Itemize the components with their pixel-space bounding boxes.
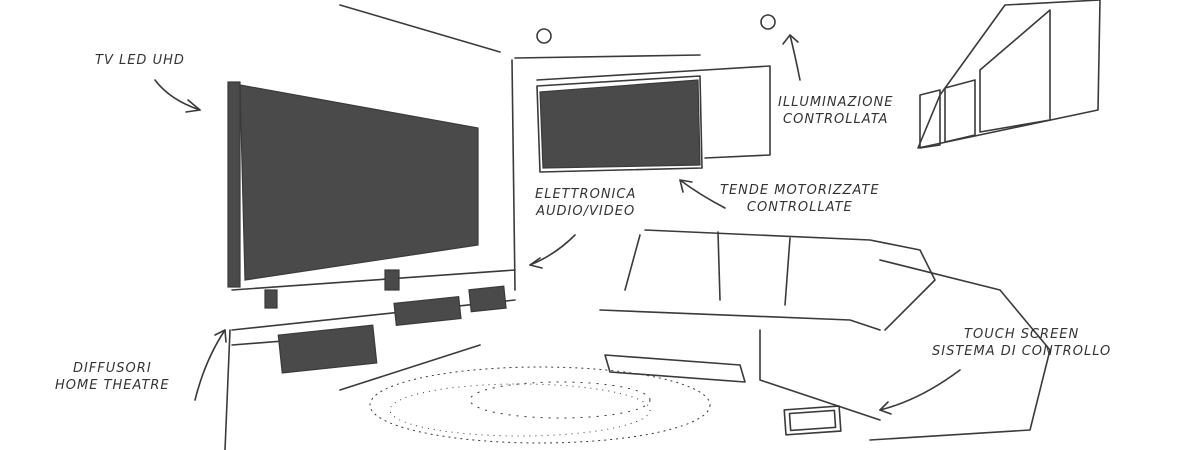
arrow-lighting-head bbox=[782, 34, 799, 45]
coffee-table bbox=[604, 354, 746, 383]
label-speakers-line1: DIFFUSORI bbox=[72, 361, 152, 376]
label-tv-text: TV LED UHD bbox=[95, 53, 185, 68]
window-curtain bbox=[539, 79, 701, 169]
curtain-box bbox=[536, 65, 771, 159]
arrow-curtains-shaft bbox=[679, 179, 726, 209]
tv-left-edge bbox=[227, 81, 241, 288]
arrow-lighting-shaft bbox=[789, 34, 801, 81]
arrow-electronics-shaft bbox=[529, 234, 576, 266]
arrow-speakers-shaft bbox=[194, 329, 226, 401]
tv-screen bbox=[239, 84, 479, 281]
rug-texture bbox=[369, 366, 711, 444]
window-frame bbox=[536, 75, 703, 173]
label-electronics-line2: AUDIO/VIDEO bbox=[536, 204, 636, 219]
sofa-back bbox=[644, 229, 936, 331]
label-tv: TV LED UHD bbox=[95, 52, 185, 69]
niche-panel-3 bbox=[979, 9, 1051, 133]
label-curtains: TENDE MOTORIZZATE CONTROLLATE bbox=[720, 182, 880, 216]
label-lighting-line2: CONTROLLATA bbox=[783, 112, 889, 127]
label-speakers-line2: HOME THEATRE bbox=[55, 378, 170, 393]
arrow-speakers-head bbox=[214, 329, 227, 343]
sofa-seat bbox=[624, 234, 641, 291]
ceiling-spot-1 bbox=[536, 28, 552, 44]
ceiling-line bbox=[339, 4, 501, 53]
right-wall-top-line bbox=[514, 54, 701, 59]
label-lighting: ILLUMINAZIONE CONTROLLATA bbox=[778, 94, 893, 128]
niche-panel-2 bbox=[944, 79, 976, 143]
arrow-tv-head bbox=[185, 99, 201, 113]
ceiling-spot-2 bbox=[760, 14, 776, 30]
label-electronics-line1: ELETTRONICA bbox=[535, 187, 637, 202]
wall-corner-line bbox=[511, 59, 516, 291]
label-touch-line1: TOUCH SCREEN bbox=[964, 327, 1080, 342]
sofa-cushion-1 bbox=[717, 231, 721, 301]
touch-panel bbox=[783, 405, 842, 436]
sofa-chaise bbox=[869, 259, 1051, 441]
center-speaker bbox=[393, 295, 462, 326]
label-touch-line2: SISTEMA DI CONTROLLO bbox=[932, 344, 1112, 359]
label-speakers: DIFFUSORI HOME THEATRE bbox=[55, 360, 170, 394]
speaker-left-small bbox=[264, 289, 278, 309]
label-lighting-line1: ILLUMINAZIONE bbox=[778, 95, 894, 110]
label-touch: TOUCH SCREEN SISTEMA DI CONTROLLO bbox=[932, 326, 1111, 360]
touch-panel-screen bbox=[788, 409, 837, 432]
speaker-mid-small bbox=[384, 269, 400, 291]
arrow-electronics-head bbox=[529, 257, 543, 269]
label-curtains-line2: CONTROLLATE bbox=[746, 200, 853, 215]
lower-shelf bbox=[339, 344, 481, 391]
label-electronics: ELETTRONICA AUDIO/VIDEO bbox=[535, 186, 636, 220]
niche-panel-1 bbox=[919, 89, 941, 149]
av-receiver bbox=[468, 285, 507, 313]
label-curtains-line1: TENDE MOTORIZZATE bbox=[720, 183, 880, 198]
arrow-tv-shaft bbox=[154, 79, 201, 111]
left-wall-edge bbox=[224, 329, 231, 450]
sofa-cushion-2 bbox=[784, 237, 791, 306]
sofa-front bbox=[599, 309, 881, 331]
wall-niche bbox=[917, 0, 1101, 149]
arrow-curtains-head bbox=[679, 179, 693, 193]
soundbar-left bbox=[277, 324, 378, 374]
arrow-touch-shaft bbox=[879, 369, 961, 411]
media-console-front bbox=[231, 299, 516, 331]
media-console-top bbox=[231, 269, 516, 291]
arrow-touch-head bbox=[879, 401, 892, 415]
sofa-base bbox=[759, 329, 881, 421]
